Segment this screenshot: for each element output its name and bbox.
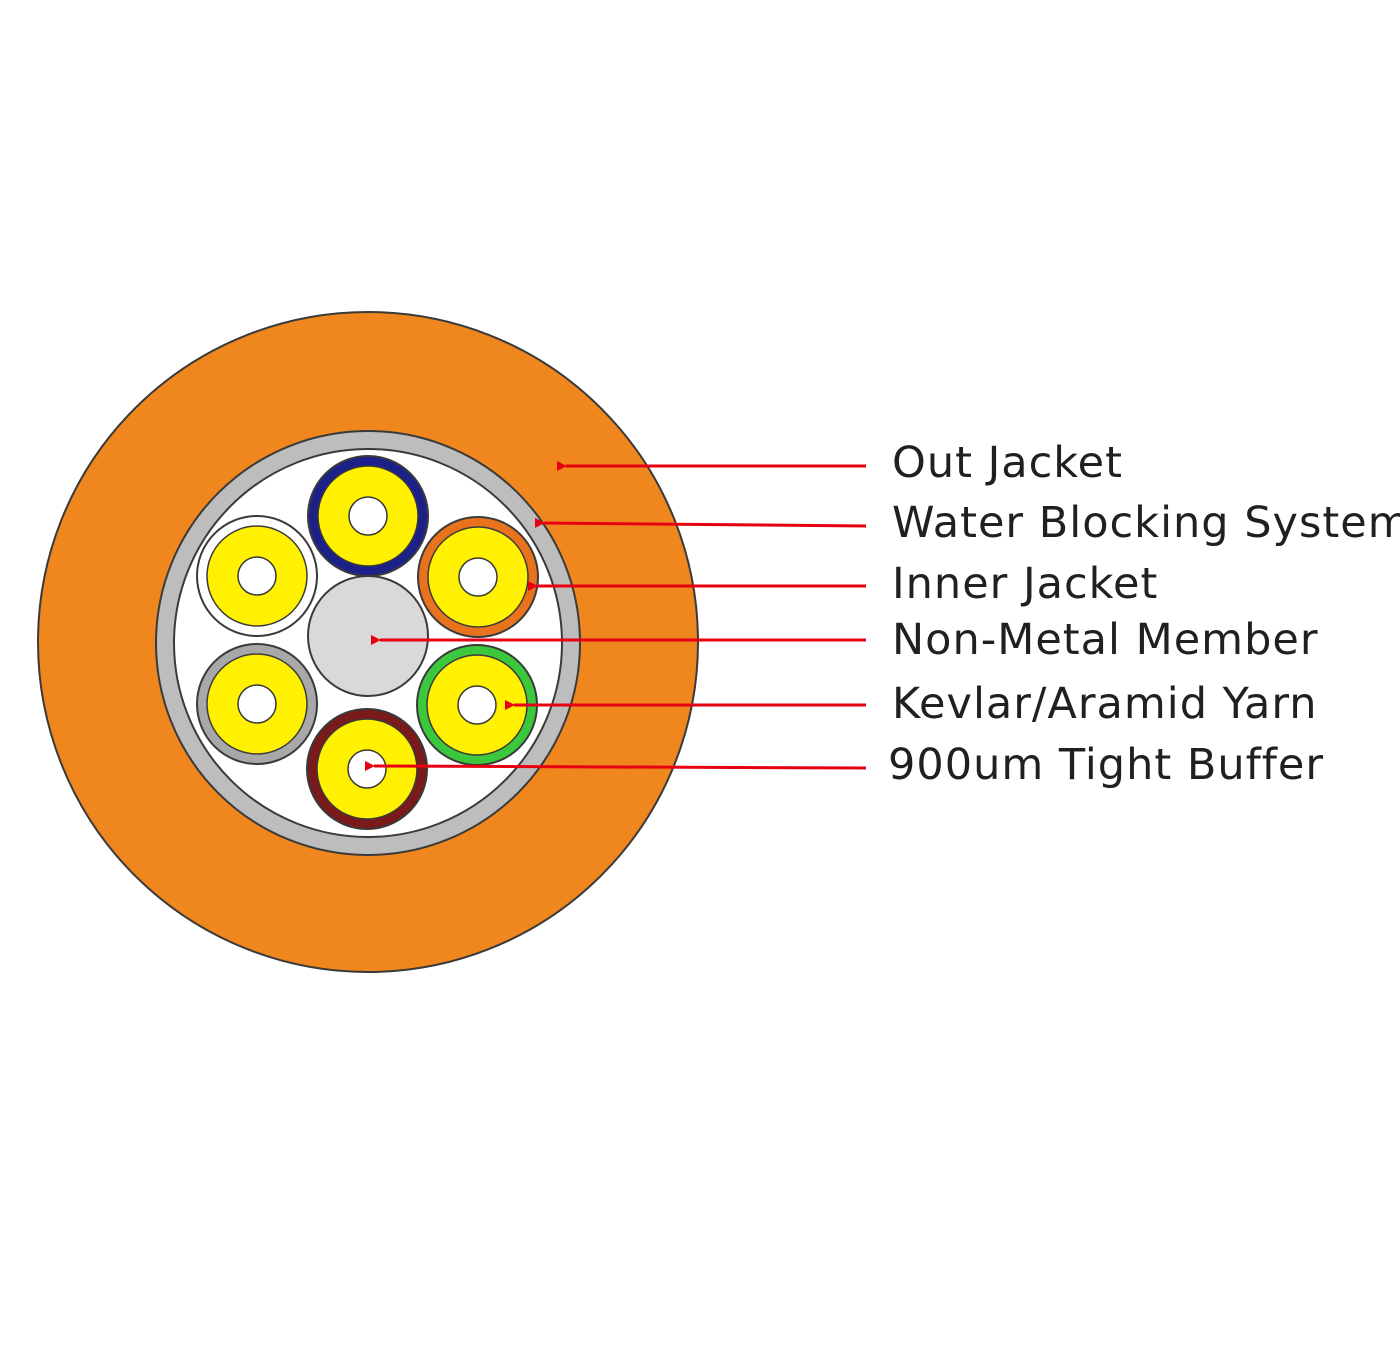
fiber-unit-lower-left bbox=[196, 643, 318, 765]
leader-lines bbox=[364, 461, 867, 771]
fiber-unit-bottom bbox=[306, 708, 428, 830]
label-kevlar-aramid-yarn: Kevlar/Aramid Yarn bbox=[892, 679, 1318, 729]
fiber-unit-top bbox=[307, 455, 429, 577]
label-out-jacket: Out Jacket bbox=[892, 438, 1123, 488]
leader-line-water-blocking bbox=[534, 517, 867, 528]
label-water-blocking-system: Water Blocking System bbox=[892, 498, 1400, 548]
label-inner-jacket: Inner Jacket bbox=[892, 559, 1158, 609]
label-non-metal-member: Non-Metal Member bbox=[892, 615, 1319, 665]
leader-line-tight-buffer bbox=[364, 760, 867, 771]
fiber-unit-lower-right bbox=[416, 644, 538, 766]
fiber-unit-upper-right bbox=[417, 516, 539, 638]
fiber-unit-upper-left bbox=[196, 515, 318, 637]
tight-buffer-fibers bbox=[196, 455, 539, 830]
label-900um-tight-buffer: 900um Tight Buffer bbox=[888, 740, 1324, 790]
non-metal-member bbox=[307, 575, 429, 697]
